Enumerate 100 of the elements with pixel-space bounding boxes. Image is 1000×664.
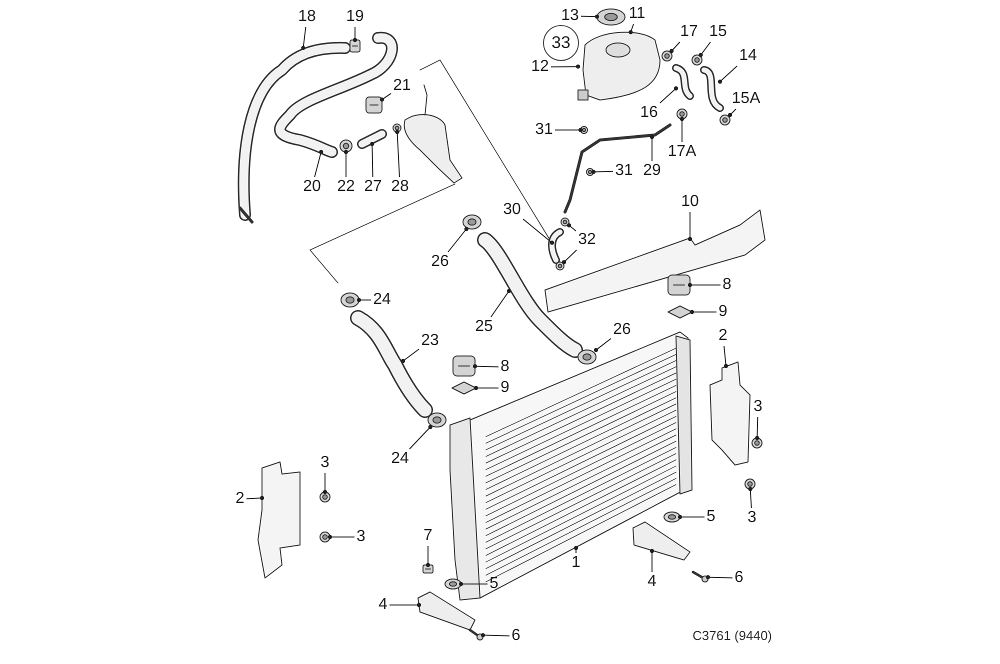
leader-line — [698, 42, 711, 58]
callout-number: 3 — [748, 509, 756, 527]
callout-number: 24 — [373, 291, 391, 309]
callout-number: 9 — [500, 379, 510, 397]
hose — [548, 228, 564, 264]
hose-clip — [676, 108, 688, 120]
leader-line — [678, 514, 705, 520]
callout-number: 5 — [706, 508, 716, 526]
expansion-tank — [578, 32, 660, 100]
leader-line — [748, 486, 752, 508]
leader-line — [480, 633, 510, 638]
hose — [700, 66, 724, 112]
callout-number: 24 — [391, 450, 409, 468]
filler-cap — [596, 8, 626, 26]
callout-number: 3 — [754, 398, 762, 416]
side-panel — [710, 362, 750, 466]
leader-line — [562, 250, 578, 264]
leader-line — [574, 546, 578, 554]
bolt — [468, 628, 484, 640]
leader-line — [650, 548, 654, 572]
leader-line — [659, 86, 678, 104]
callout-number: 9 — [718, 303, 728, 321]
leader-line — [314, 150, 324, 178]
leader-line — [755, 416, 760, 440]
leader-line — [706, 575, 733, 580]
leader-line — [688, 212, 692, 242]
callout-number: 15A — [732, 90, 760, 108]
leader-line — [474, 386, 499, 390]
callout-number: 5 — [490, 575, 498, 593]
hose-clamp — [428, 412, 446, 428]
bushing — [664, 512, 680, 522]
callout-number: 2 — [236, 490, 244, 508]
callout-number: 15 — [709, 23, 727, 41]
callout-number: 13 — [561, 7, 579, 25]
callout-number: 16 — [640, 104, 658, 122]
leader-line — [400, 348, 420, 364]
callout-number: 8 — [722, 276, 732, 294]
sealing-ring — [392, 124, 402, 132]
leader-line — [522, 218, 554, 245]
callout-number: 7 — [424, 527, 432, 545]
callout-number: 2 — [718, 327, 728, 345]
leader-line — [328, 534, 355, 540]
hose-clamp — [578, 350, 596, 364]
leader-line — [490, 288, 512, 318]
nut — [320, 492, 330, 502]
bushing — [444, 578, 462, 590]
callout-number: 27 — [364, 178, 382, 196]
leader-line — [380, 92, 392, 102]
leader-line — [448, 226, 468, 252]
callout-number: 22 — [337, 178, 355, 196]
callout-number: 19 — [346, 8, 364, 26]
leader-line — [650, 134, 654, 162]
leader-line — [370, 142, 374, 178]
callout-number: 6 — [734, 569, 744, 587]
callout-number: 29 — [643, 162, 661, 180]
leader-line — [670, 42, 680, 54]
callout-number: 26 — [613, 321, 631, 339]
mounting-clip — [668, 306, 692, 318]
hose-clip — [662, 50, 672, 62]
leader-line — [322, 472, 328, 494]
callout-number: 18 — [298, 8, 316, 26]
leader-line — [472, 364, 499, 368]
leader-line — [356, 298, 372, 302]
leader-line — [580, 14, 600, 19]
rubber-mount — [668, 274, 690, 296]
mounting-clip — [452, 382, 476, 394]
circled-callout-number: 33 — [543, 25, 579, 61]
leader-line — [728, 108, 736, 118]
leader-line — [352, 26, 358, 42]
bracket — [418, 592, 476, 630]
callout-number: 20 — [303, 178, 321, 196]
callout-number: 10 — [681, 193, 699, 211]
callout-number: 11 — [628, 5, 646, 23]
leader-line — [566, 223, 576, 232]
leader-line — [680, 116, 684, 142]
leader-line — [688, 282, 721, 288]
leader-line — [550, 64, 580, 69]
hose-clamp — [560, 218, 570, 226]
leader-line — [594, 338, 612, 352]
callout-number: 4 — [648, 573, 656, 591]
callout-number: 28 — [391, 178, 409, 196]
leader-line — [718, 66, 738, 84]
leader-line — [408, 424, 432, 450]
callout-number: 23 — [421, 332, 439, 350]
callout-number: 32 — [578, 231, 596, 249]
hose-clip — [720, 114, 730, 126]
leader-line — [344, 150, 348, 178]
bolt — [692, 570, 708, 582]
leader-line — [246, 496, 264, 500]
callout-number: 21 — [393, 77, 411, 95]
leader-line — [591, 170, 614, 174]
bracket — [632, 522, 690, 560]
drain-plug — [422, 564, 434, 574]
leader-line — [628, 24, 634, 34]
leader-line — [724, 346, 728, 368]
callout-number: 17 — [680, 23, 698, 41]
callout-number: 31 — [535, 121, 553, 139]
leader-line — [389, 602, 422, 608]
rubber-mount — [452, 356, 476, 376]
leader-line — [301, 26, 306, 50]
